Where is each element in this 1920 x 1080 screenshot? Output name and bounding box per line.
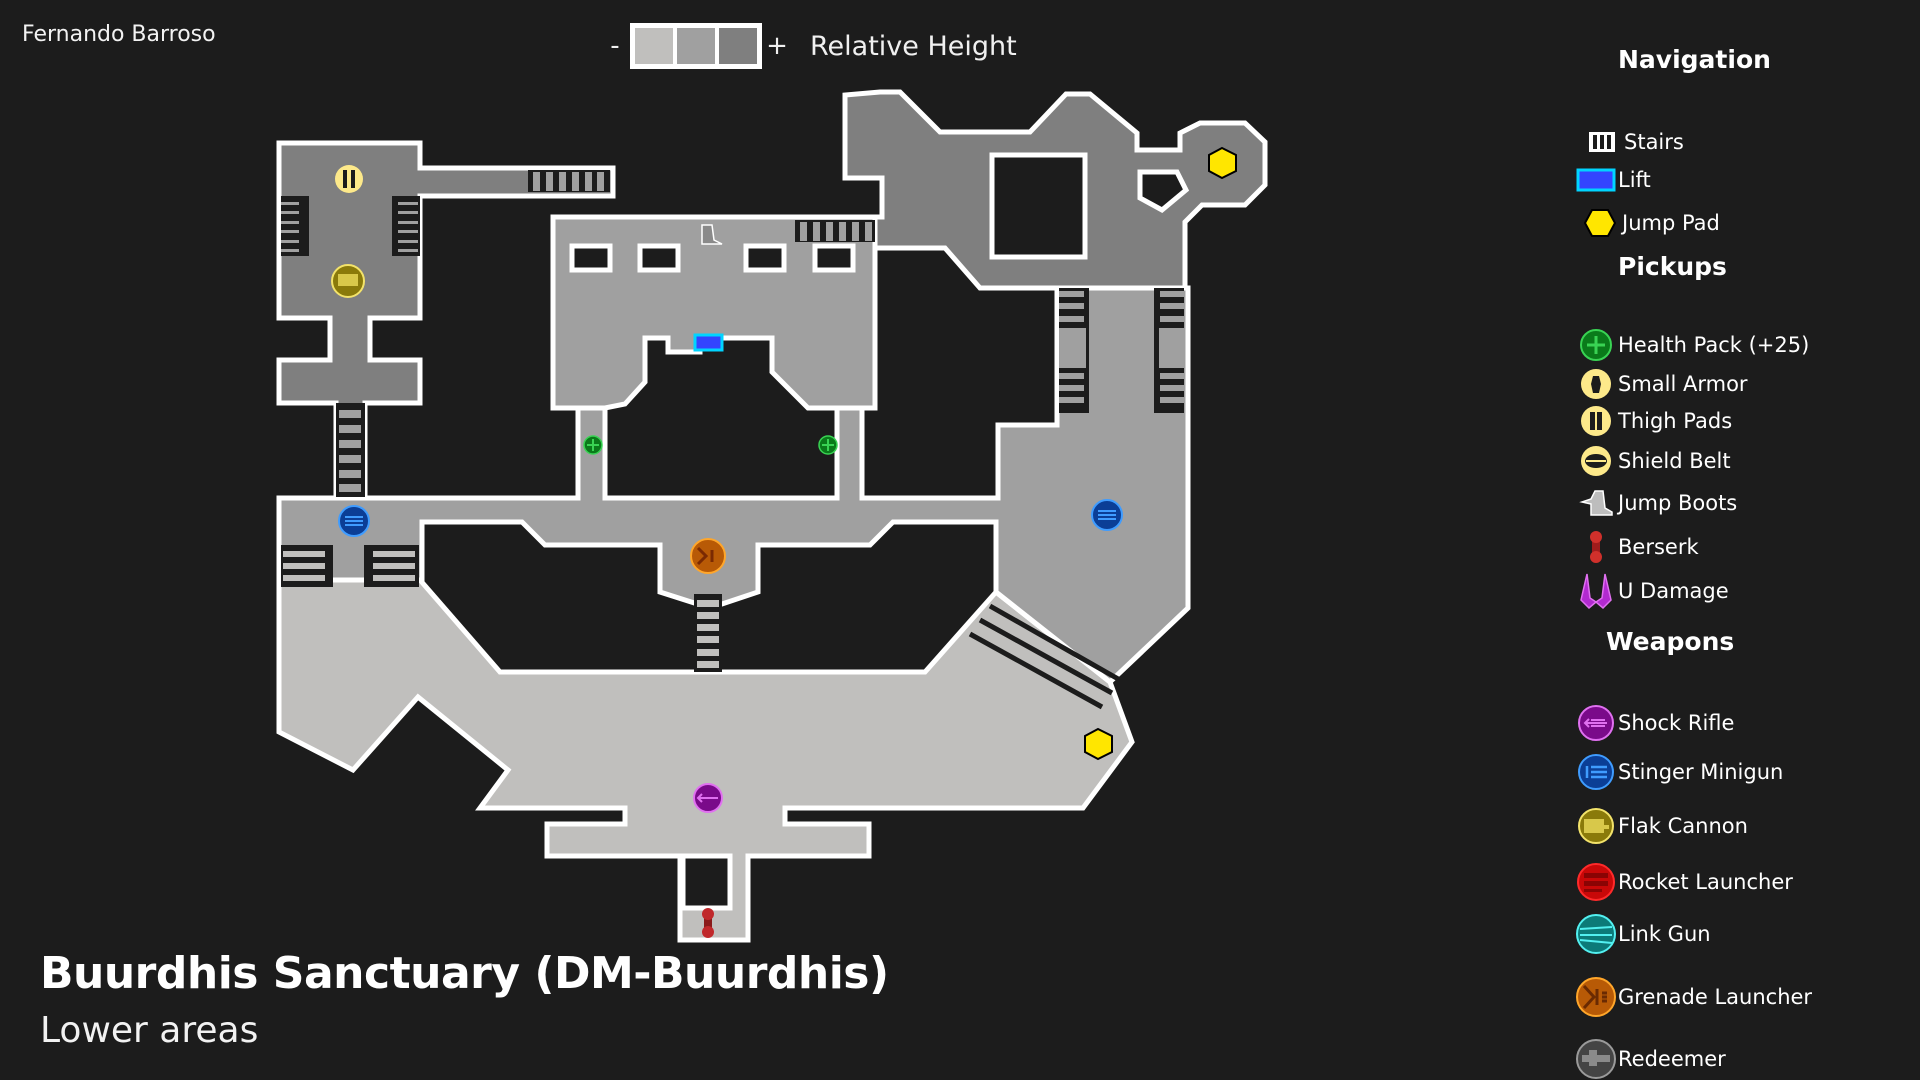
berserk-icon bbox=[1574, 530, 1618, 564]
height-swatch-low bbox=[635, 28, 673, 64]
jump-pad bbox=[1208, 146, 1237, 180]
berserk bbox=[702, 908, 714, 938]
pillar-pentagon bbox=[1137, 169, 1190, 214]
small-armor-icon bbox=[1574, 368, 1618, 400]
jump-boots-icon bbox=[1574, 488, 1618, 518]
area-north-central-hall bbox=[550, 214, 878, 411]
stinger-minigun-icon bbox=[1574, 753, 1618, 791]
lift bbox=[693, 333, 724, 352]
legend-heading-pickups: Pickups bbox=[1618, 252, 1727, 281]
legend-item-rocket-launcher: Rocket Launcher bbox=[1574, 862, 1793, 902]
stairs-group bbox=[281, 170, 1184, 710]
area-west-junction bbox=[276, 285, 1191, 686]
stairs-icon bbox=[1580, 131, 1624, 153]
pillar bbox=[637, 243, 681, 273]
lift-icon bbox=[1574, 168, 1618, 192]
stinger-minigun bbox=[338, 505, 370, 537]
legend-item-stairs: Stairs bbox=[1580, 130, 1684, 154]
link-gun-icon bbox=[1574, 913, 1618, 955]
shock-rifle-icon bbox=[1574, 704, 1618, 742]
legend-item-u-damage: U Damage bbox=[1574, 572, 1729, 610]
thigh-pads-icon bbox=[1574, 405, 1618, 437]
map-subtitle: Lower areas bbox=[40, 1010, 259, 1051]
legend-item-flak-cannon: Flak Cannon bbox=[1574, 807, 1748, 845]
shock-rifle bbox=[693, 783, 723, 813]
thigh-pads bbox=[335, 165, 363, 193]
legend-item-jump-boots: Jump Boots bbox=[1574, 488, 1737, 518]
stinger-minigun bbox=[1091, 499, 1123, 531]
flak-cannon bbox=[331, 264, 365, 298]
pillar bbox=[812, 243, 856, 273]
pillar bbox=[743, 243, 787, 273]
legend-item-shock-rifle: Shock Rifle bbox=[1574, 704, 1734, 742]
height-swatch-mid bbox=[677, 28, 715, 64]
pillar-south bbox=[680, 853, 733, 911]
pillar-large bbox=[989, 152, 1088, 260]
flak-cannon-icon bbox=[1574, 807, 1618, 845]
legend-item-jump-pad: Jump Pad bbox=[1578, 208, 1720, 238]
jump-pad bbox=[1084, 727, 1113, 761]
health-pack bbox=[583, 435, 603, 455]
legend-item-thigh-pads: Thigh Pads bbox=[1574, 405, 1732, 437]
legend-item-link-gun: Link Gun bbox=[1574, 913, 1711, 955]
legend-item-berserk: Berserk bbox=[1574, 530, 1699, 564]
grenade-launcher bbox=[690, 538, 726, 574]
u-damage-icon bbox=[1574, 572, 1618, 610]
redeemer-icon bbox=[1574, 1038, 1618, 1080]
health-pack-icon bbox=[1574, 328, 1618, 362]
rocket-launcher-icon bbox=[1574, 862, 1618, 902]
jump-boots bbox=[701, 224, 723, 245]
legend-item-grenade-launcher: Grenade Launcher bbox=[1574, 976, 1812, 1018]
height-swatches bbox=[630, 23, 762, 69]
legend-heading-weapons: Weapons bbox=[1606, 627, 1735, 656]
legend-item-health-pack: Health Pack (+25) bbox=[1574, 328, 1809, 362]
shield-belt-icon bbox=[1574, 445, 1618, 477]
grenade-launcher-icon bbox=[1574, 976, 1618, 1018]
health-pack bbox=[818, 435, 838, 455]
height-swatch-high bbox=[719, 28, 757, 64]
legend-item-redeemer: Redeemer bbox=[1574, 1038, 1726, 1080]
map-title: Buurdhis Sanctuary (DM-Buurdhis) bbox=[40, 948, 889, 999]
relative-height-legend: - + Relative Height bbox=[600, 22, 1017, 70]
height-plus: + bbox=[766, 31, 788, 61]
legend-heading-navigation: Navigation bbox=[1618, 45, 1771, 74]
legend-item-stinger-minigun: Stinger Minigun bbox=[1574, 753, 1783, 791]
pillar bbox=[569, 243, 613, 273]
author-credit: Fernando Barroso bbox=[22, 22, 216, 47]
legend-item-lift: Lift bbox=[1574, 168, 1651, 192]
jump-pad-icon bbox=[1578, 208, 1622, 238]
legend-item-small-armor: Small Armor bbox=[1574, 368, 1748, 400]
height-minus: - bbox=[610, 31, 620, 61]
legend-item-shield-belt: Shield Belt bbox=[1574, 445, 1731, 477]
height-legend-label: Relative Height bbox=[810, 30, 1017, 62]
